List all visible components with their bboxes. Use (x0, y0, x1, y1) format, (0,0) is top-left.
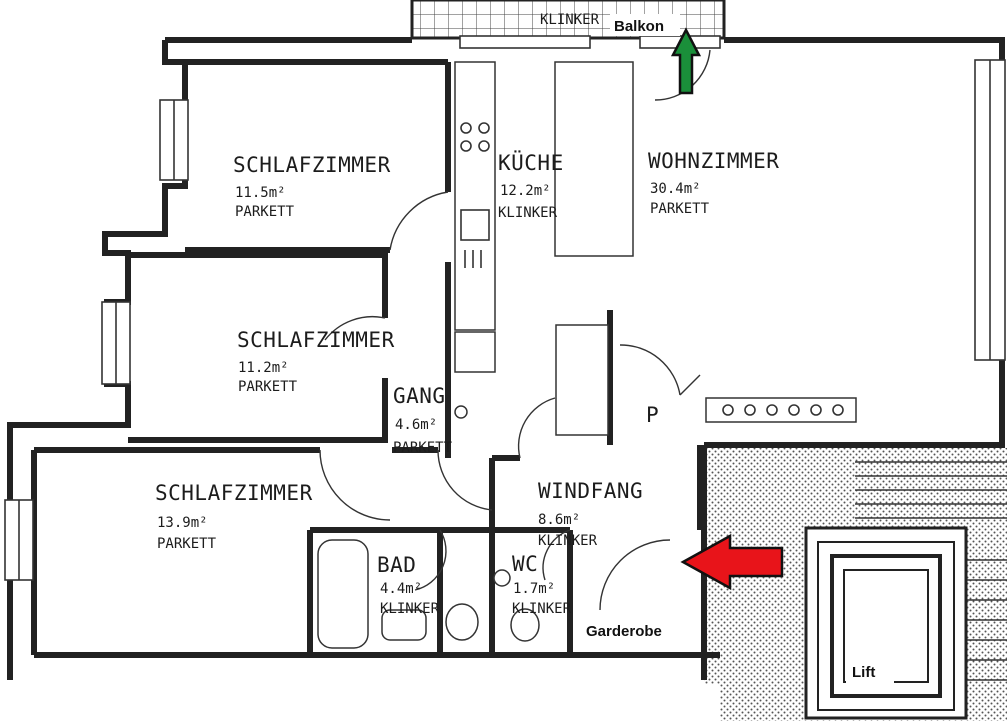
room-floor: PARKETT (393, 440, 453, 456)
room-floor: PARKETT (650, 201, 710, 217)
room-area: 8.6m² (538, 512, 580, 528)
kitchen-counter (454, 61, 634, 436)
room-wc: WC 1.7m² KLINKER (512, 552, 572, 617)
room-hall: GANG 4.6m² PARKETT (393, 384, 453, 456)
balcony-label-bg (610, 14, 680, 36)
room-floor: PARKETT (157, 536, 217, 552)
room-name: WOHNZIMMER (648, 149, 779, 173)
room-name: BAD (377, 553, 416, 577)
windows (4, 35, 1006, 581)
bath-fixtures (317, 539, 540, 649)
room-name: SCHLAFZIMMER (155, 481, 313, 505)
room-area: 1.7m² (513, 581, 555, 597)
room-area: 30.4m² (650, 181, 701, 197)
wardrobe-label-bg (580, 618, 676, 642)
room-entry: WINDFANG 8.6m² KLINKER (538, 479, 643, 549)
room-name: SCHLAFZIMMER (237, 328, 395, 352)
room-name: KÜCHE (498, 150, 564, 175)
room-floor: KLINKER (538, 533, 598, 549)
door-swings (319, 49, 711, 611)
room-bedroom-2: SCHLAFZIMMER 11.2m² PARKETT (237, 328, 395, 395)
room-bedroom-3: SCHLAFZIMMER 13.9m² PARKETT (155, 481, 313, 552)
room-living: WOHNZIMMER 30.4m² PARKETT (648, 149, 779, 217)
room-area: 13.9m² (157, 515, 208, 531)
parking-mark: P (646, 403, 659, 427)
lift-label: Lift (852, 664, 875, 681)
room-area: 4.4m² (380, 581, 422, 597)
lift-shaft (804, 526, 968, 720)
wardrobe-label: Garderobe (586, 623, 662, 640)
balcony-label: Balkon (614, 18, 664, 35)
room-name: WINDFANG (538, 479, 643, 503)
room-name: GANG (393, 384, 446, 408)
room-area: 12.2m² (500, 183, 551, 199)
room-floor: KLINKER (512, 601, 572, 617)
arrow-up-icon (670, 27, 702, 95)
room-floor: KLINKER (498, 205, 558, 221)
room-bath: BAD 4.4m² KLINKER (377, 553, 440, 617)
room-area: 4.6m² (395, 417, 437, 433)
radiator (705, 397, 857, 423)
bottom-margin (0, 684, 720, 721)
room-area: 11.2m² (238, 360, 289, 376)
room-name: WC (512, 552, 538, 576)
room-kitchen: KÜCHE 12.2m² KLINKER (498, 150, 564, 221)
room-name: SCHLAFZIMMER (233, 153, 391, 177)
room-floor: PARKETT (238, 379, 298, 395)
room-floor: KLINKER (380, 601, 440, 617)
room-floor: PARKETT (235, 204, 295, 220)
room-bedroom-1: SCHLAFZIMMER 11.5m² PARKETT (233, 153, 391, 220)
lift-label-bg (846, 656, 894, 684)
room-area: 11.5m² (235, 185, 286, 201)
arrow-left-icon (680, 533, 784, 591)
balcony-floor-label: KLINKER (540, 12, 600, 28)
